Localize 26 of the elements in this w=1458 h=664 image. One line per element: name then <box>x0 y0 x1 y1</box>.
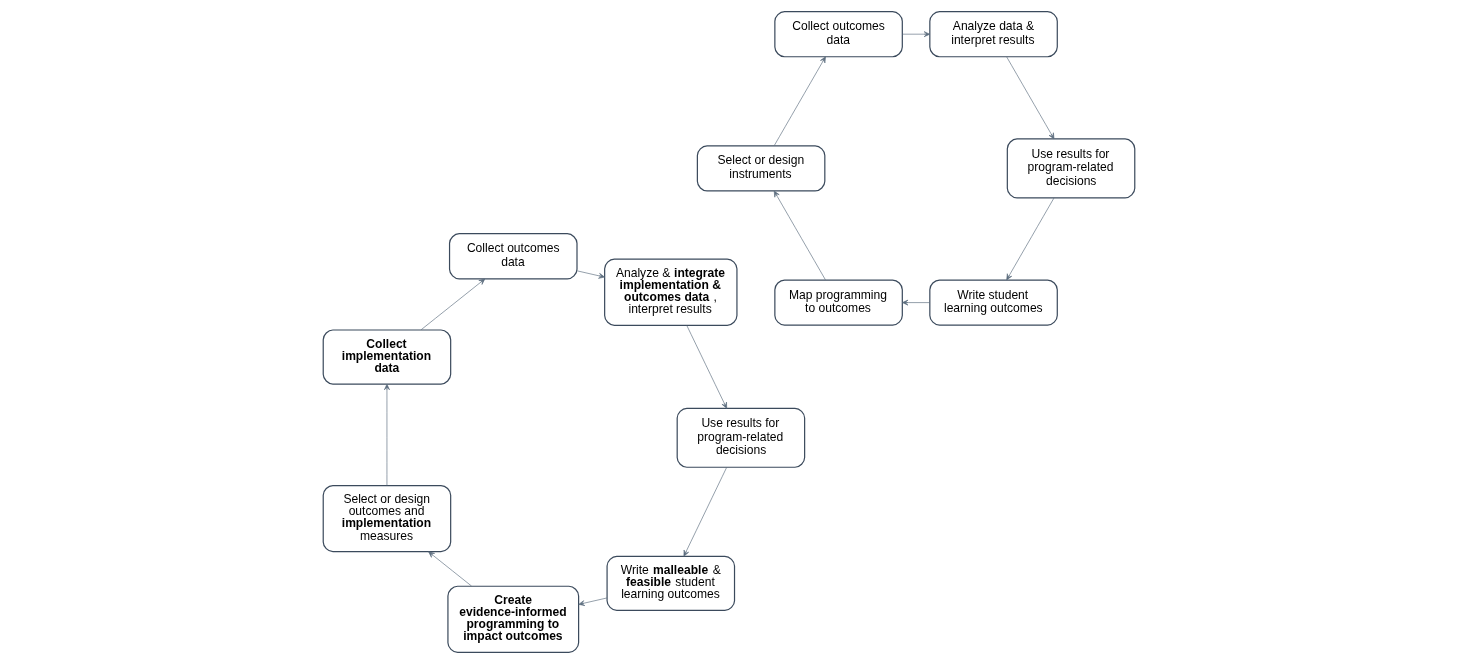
node-box: Use results for program-related decisions <box>676 407 806 468</box>
node-box: Analyze data & interpret results <box>929 11 1058 58</box>
arrow <box>576 270 605 279</box>
node-box: Select or design outcomes and implementation measures <box>322 484 452 553</box>
arrow <box>902 31 931 38</box>
arrow <box>578 597 608 606</box>
node-box: Select or design instruments <box>696 145 826 192</box>
node-box: Collect implementation data <box>322 329 452 385</box>
arrow <box>773 56 826 146</box>
arrow <box>428 551 472 587</box>
node-box: Create evidence-informed programming to impact outcomes <box>447 585 580 653</box>
node-box: Write malleable & feasible student learning outcomes <box>606 555 736 611</box>
arrow <box>686 325 727 409</box>
arrow <box>1006 56 1055 140</box>
node-box: Analyze & integrate implementation & outcomes data, interpret results <box>604 258 738 326</box>
arrow <box>902 299 930 306</box>
arrow <box>1006 197 1055 281</box>
node-box: Write student learning outcomes <box>929 279 1058 326</box>
arrow <box>683 466 728 557</box>
node-box: Map programming to outcomes <box>774 279 903 326</box>
arrow <box>773 190 826 281</box>
arrow <box>420 278 486 331</box>
node-box: Use results for program-related decisions <box>1006 138 1136 199</box>
node-box: Collect outcomes data <box>774 11 903 58</box>
node-box: Collect outcomes data <box>448 233 578 280</box>
arrow <box>384 383 390 486</box>
